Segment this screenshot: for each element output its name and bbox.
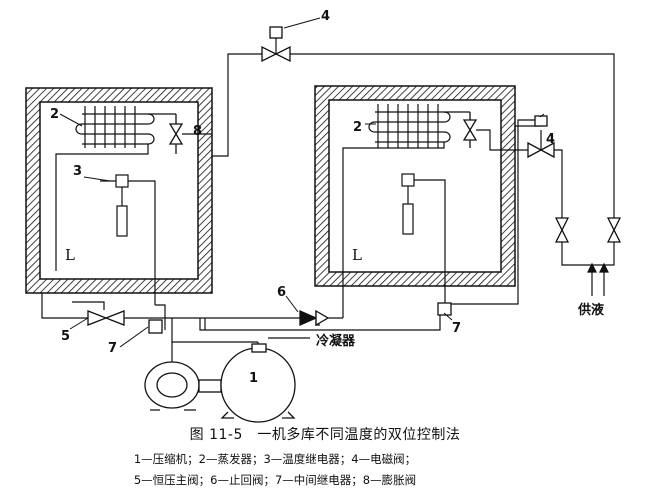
label-2-left: 2: [50, 107, 59, 122]
supply-valve-left: [554, 217, 570, 243]
figure-legend-line2: 5—恒压主阀；6—止回阀；7—中间继电器；8—膨胀阀: [133, 473, 417, 487]
label-7-right: 7: [452, 321, 461, 336]
label-3: 3: [73, 164, 82, 179]
supply-valve-right: [606, 217, 622, 243]
expansion-valve-right: [462, 112, 478, 148]
label-4-top: 4: [321, 9, 330, 24]
label-4-right: 4: [546, 132, 555, 147]
solenoid-valve-right: [527, 115, 555, 159]
label-7-left: 7: [108, 341, 117, 356]
temp-relay-right: [401, 173, 446, 304]
room-label-left: L: [65, 246, 75, 264]
expansion-valve-left: [168, 114, 184, 154]
solenoid-valve-top: [261, 26, 291, 63]
leaders: [59, 17, 545, 348]
check-valve: [299, 309, 330, 327]
intermediate-relay-right: [437, 302, 452, 316]
supply-label: 供液: [577, 302, 604, 318]
label-5: 5: [61, 329, 70, 344]
label-2-right: 2: [353, 120, 362, 135]
supply-arrow: [587, 262, 609, 296]
evaporator-left: [55, 106, 176, 271]
label-1: 1: [249, 371, 258, 386]
evaporator-right: [342, 104, 470, 305]
figure-legend-line1: 1—压缩机；2—蒸发器；3—温度继电器；4—电磁阀；: [133, 452, 417, 466]
intermediate-relay-left: [148, 319, 163, 334]
label-6: 6: [277, 285, 286, 300]
room-label-right: L: [352, 246, 362, 264]
condenser-label: 冷凝器: [316, 333, 356, 349]
temp-relay-left: [100, 174, 156, 305]
cold-room-right: [314, 85, 516, 287]
figure-caption-title: 图 11-5 一机多库不同温度的双位控制法: [189, 427, 461, 443]
label-8: 8: [193, 124, 202, 139]
cold-room-left: [25, 87, 213, 294]
constant-pressure-valve: [87, 310, 125, 326]
compressor-unit: [144, 343, 296, 423]
